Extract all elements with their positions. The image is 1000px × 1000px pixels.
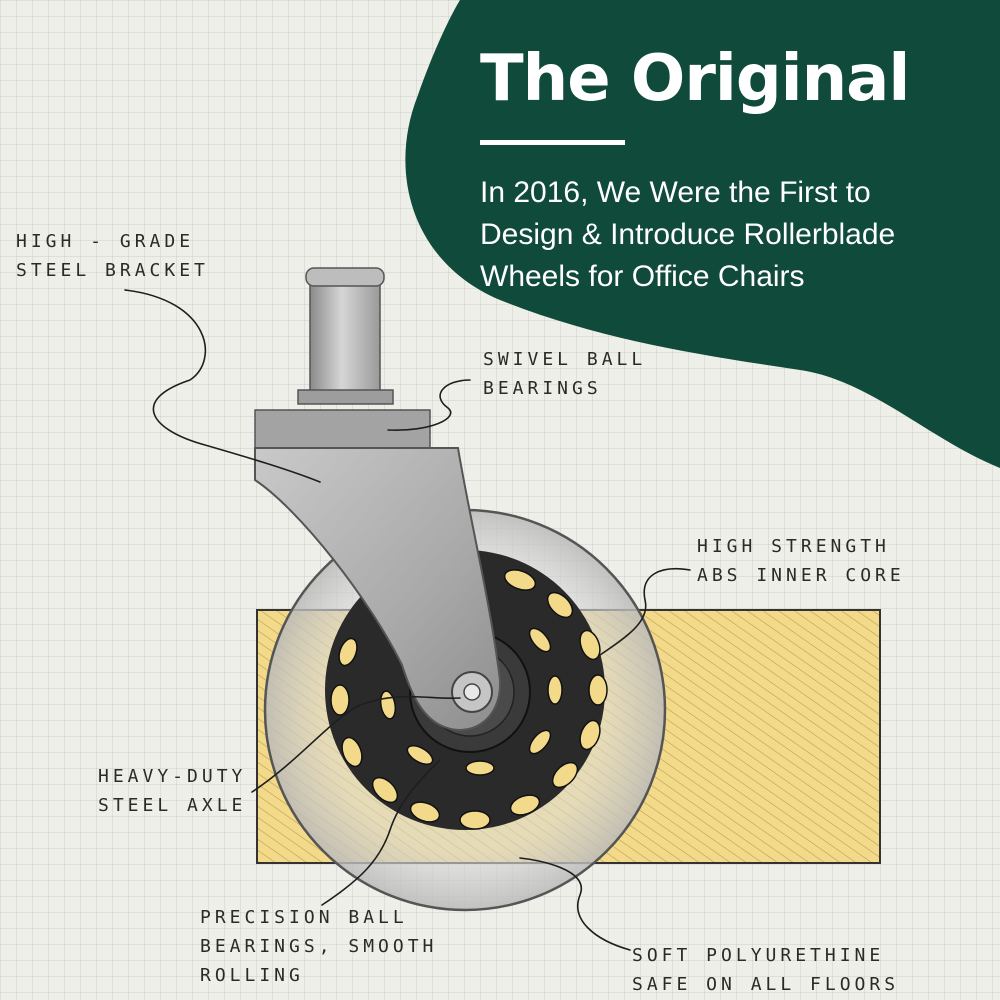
core-holes: [330, 569, 608, 830]
headline-divider: [480, 140, 625, 145]
callout-line: ROLLING: [200, 965, 304, 986]
stem: [309, 274, 381, 396]
callout-steel-bracket: HIGH - GRADE STEEL BRACKET: [16, 227, 209, 285]
leader-axle: [251, 695, 461, 793]
headline-blob: [405, 0, 1000, 468]
callout-ball-bearings: PRECISION BALL BEARINGS, SMOOTH ROLLING: [200, 903, 437, 990]
leader-bearings: [321, 759, 441, 906]
leader-swivel: [387, 379, 471, 431]
leader-tread: [519, 857, 631, 951]
leader-bracket: [124, 289, 321, 483]
callout-line: SWIVEL BALL: [483, 349, 647, 370]
callout-line: ABS INNER CORE: [697, 565, 905, 586]
callout-line: PRECISION BALL: [200, 907, 408, 928]
callout-line: SAFE ON ALL FLOORS: [632, 974, 900, 995]
callout-line: BEARINGS, SMOOTH: [200, 936, 438, 957]
callout-line: HIGH - GRADE: [16, 231, 195, 252]
callout-line: HIGH STRENGTH: [697, 536, 890, 557]
callout-swivel-bearings: SWIVEL BALL BEARINGS: [483, 345, 646, 403]
callout-steel-axle: HEAVY-DUTY STEEL AXLE: [98, 762, 246, 820]
callout-inner-core: HIGH STRENGTH ABS INNER CORE: [697, 532, 905, 590]
steel-bracket: [254, 447, 502, 731]
callout-polyurethane-tread: SOFT POLYURETHINE SAFE ON ALL FLOORS: [632, 941, 899, 999]
subtitle-line: In 2016, We Were the First to: [480, 176, 871, 209]
headline-title: The Original: [480, 42, 910, 116]
subtitle-line: Design & Introduce Rollerblade: [480, 218, 896, 251]
callout-line: STEEL BRACKET: [16, 260, 209, 281]
callout-line: STEEL AXLE: [98, 795, 247, 816]
headline-subtitle: In 2016, We Were the First to Design & I…: [480, 172, 895, 298]
callout-line: BEARINGS: [483, 378, 602, 399]
swivel-plate: [254, 409, 431, 449]
leader-core: [599, 568, 691, 656]
callout-line: HEAVY-DUTY: [98, 766, 247, 787]
callout-line: SOFT POLYURETHINE: [632, 945, 885, 966]
subtitle-line: Wheels for Office Chairs: [480, 260, 805, 293]
